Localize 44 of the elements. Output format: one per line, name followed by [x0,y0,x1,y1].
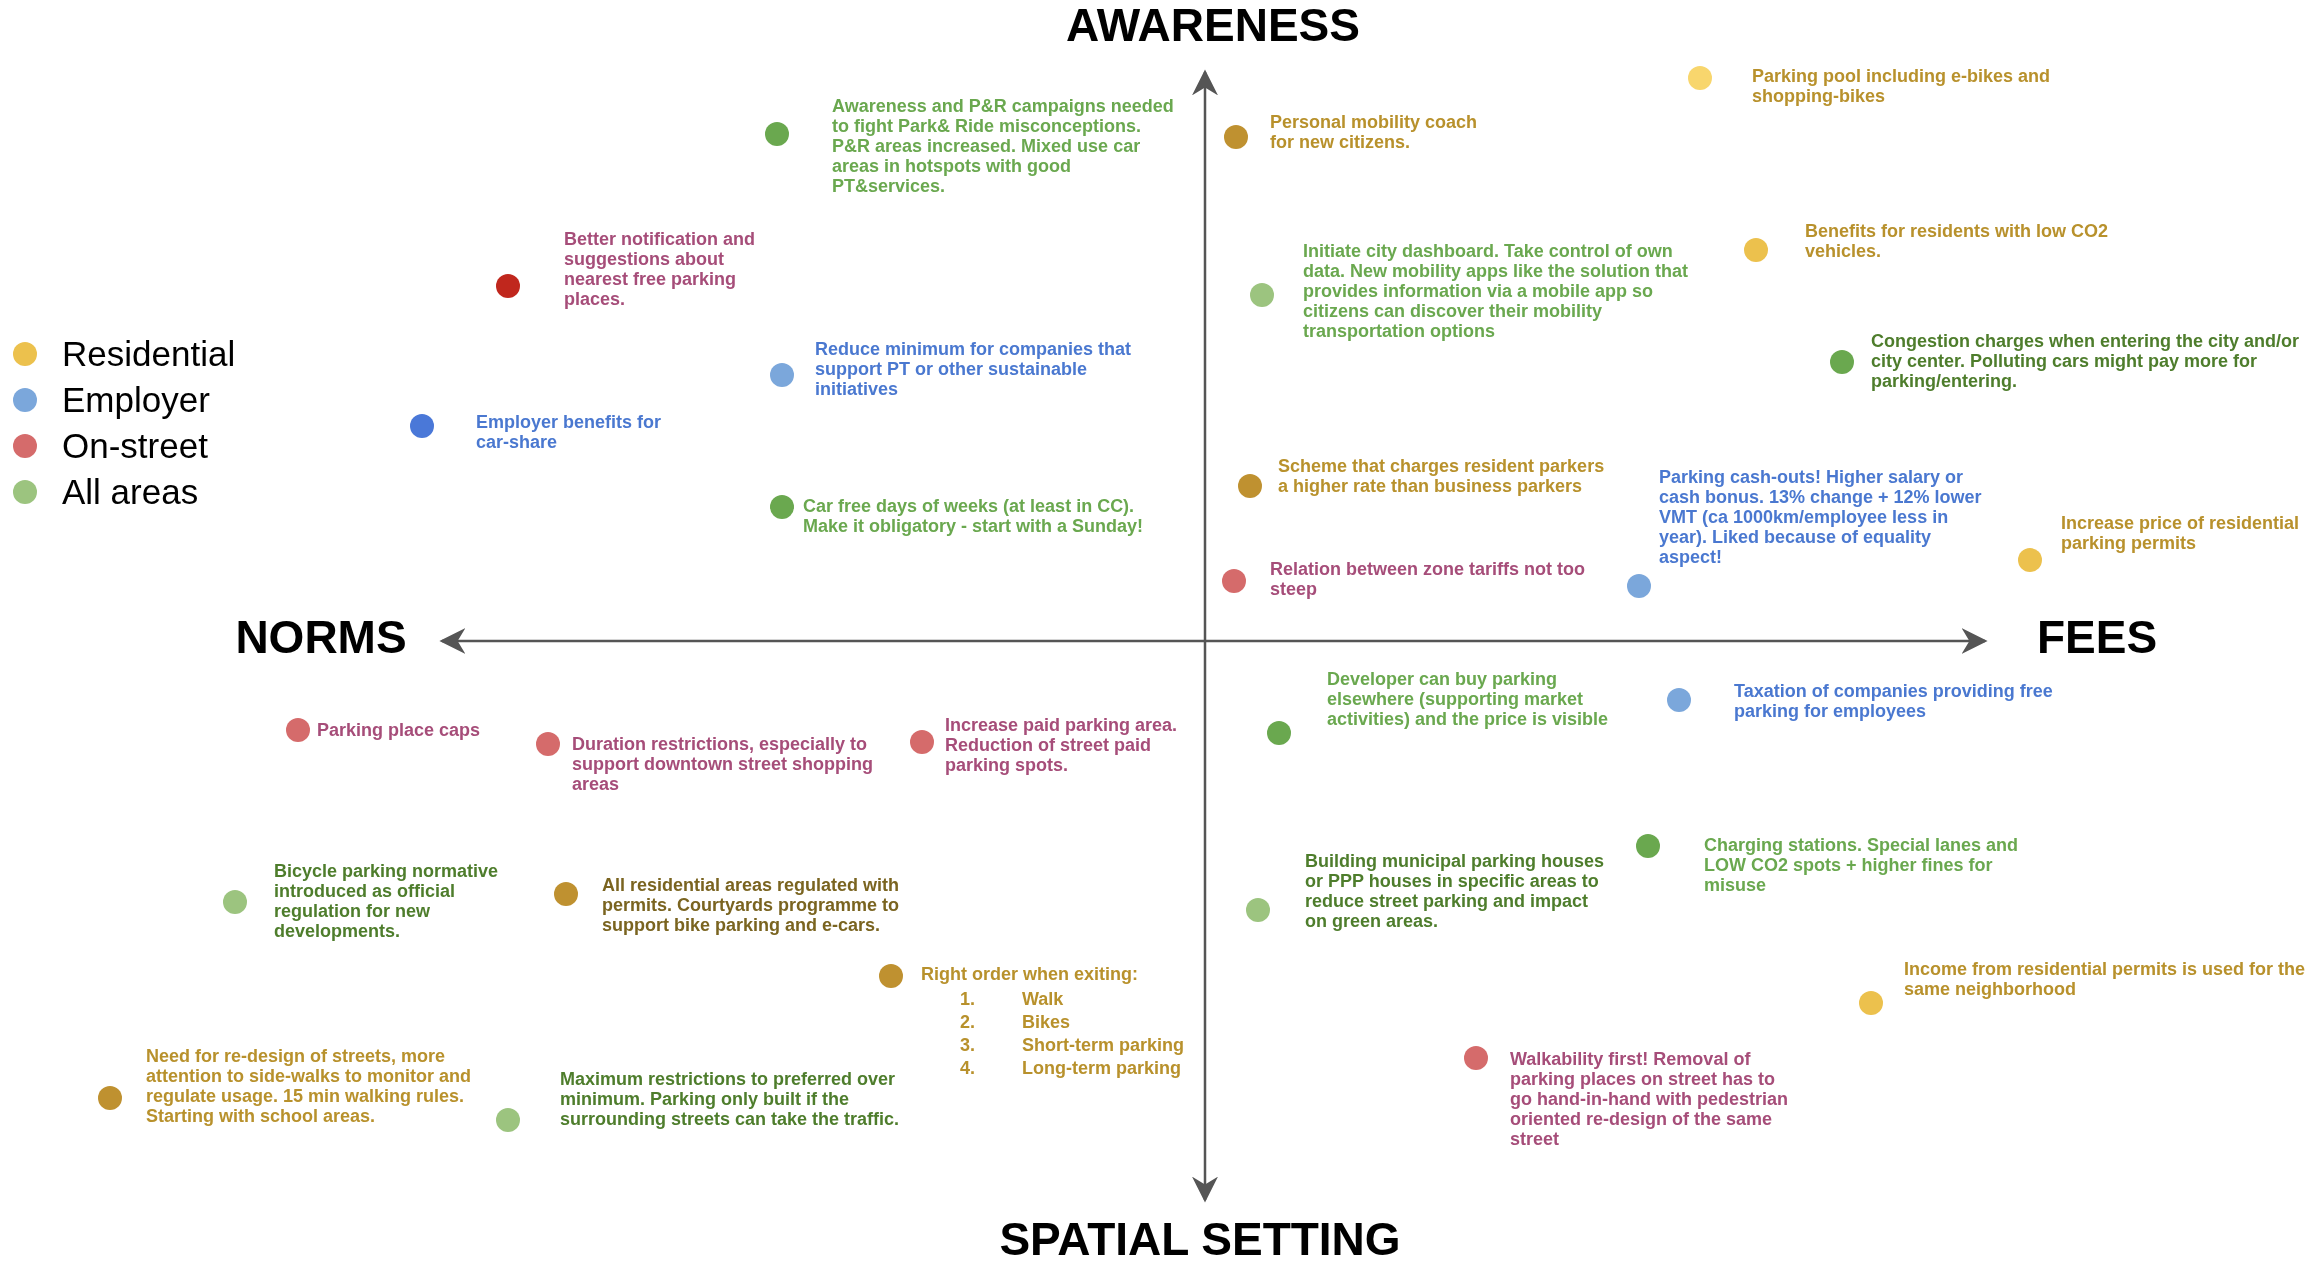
list-item: Walk [1022,989,1064,1009]
measure-text: Reduce minimum for companies that support PT or other sustainable initiatives [815,339,1133,399]
measure-text: Parking cash-outs! Higher salary or cash bonus. 13% change + 12% lower VMT (ca 1000km/employee less in year). Liked because of equality aspect! [1659,467,1983,567]
axis-label: FEES [2036,612,2158,662]
measure-text: Taxation of companies providing free parking for employees [1734,681,2054,721]
list-item: Long-term parking [1022,1058,1181,1078]
measure-text: Awareness and P&R campaigns needed to fight Park& Ride misconceptions. P&R areas increased. Mixed use car areas in hotspots with good PT&services. [832,96,1175,196]
measure-text: Income from residential permits is used for the same neighborhood [1904,959,2307,999]
measure-text: Maximum restrictions to preferred over minimum. Parking only built if the surrounding streets can take the traffic. [560,1069,901,1129]
list-number: 1. [960,989,975,1009]
measure-text: Building municipal parking houses or PPP houses in specific areas to reduce street parking and impact on green areas. [1305,851,1605,931]
measure-text: Better notification and suggestions about nearest free parking places. [564,229,756,309]
legend-label: Employer [62,380,210,420]
measure-text: Duration restrictions, especially to support downtown street shopping areas [572,734,874,794]
measure-text: Charging stations. Special lanes and LOW CO2 spots + higher fines for misuse [1704,835,2020,895]
list-number: 4. [960,1058,975,1078]
measure-text: Congestion charges when entering the city and/or city center. Polluting cars might pay more for parking/entering. [1871,331,2301,391]
axis-label: AWARENESS [1066,0,1360,50]
list-number: 2. [960,1012,975,1032]
measure-text: Employer benefits for car-share [476,412,663,452]
measure-text: Walkability first! Removal of parking places on street has to go hand-in-hand with pedestrian oriented re-design of the same street [1510,1049,1789,1149]
measure-text: Scheme that charges resident parkers a higher rate than business parkers [1278,456,1606,496]
legend-label: On-street [62,426,208,466]
measure-text: Personal mobility coach for new citizens. [1270,112,1479,152]
list-item: Short-term parking [1022,1035,1185,1055]
axis-label: SPATIAL SETTING [999,1214,1401,1264]
measure-text: Bicycle parking normative introduced as official regulation for new developments. [274,861,500,941]
measure-text: Initiate city dashboard. Take control of own data. New mobility apps like the solution that provides information via a mobile app so citizens can discover their mobility transportation options [1303,241,1690,341]
legend-label: Residential [62,334,236,374]
axis-label: NORMS [235,612,407,662]
measure-text: Car free days of weeks (at least in CC). Make it obligatory - start with a Sunday! [803,496,1145,536]
legend-label: All areas [62,472,199,512]
measure-text: Need for re-design of streets, more attention to side-walks to monitor and regulate usage. 15 min walking rules. Starting with school areas. [146,1046,472,1126]
measure-text: Parking place caps [317,720,482,740]
measure-text: Increase price of residential parking permits [2061,513,2301,553]
measure-text: Benefits for residents with low CO2 vehicles. [1805,221,2110,261]
measure-text: All residential areas regulated with permits. Courtyards programme to support bike parking and e-cars. [602,875,901,935]
measure-text: Right order when exiting: [921,964,1139,984]
measure-text: Parking pool including e-bikes and shopping-bikes [1752,66,2052,106]
list-item: Bikes [1022,1012,1071,1032]
measure-text: Relation between zone tariffs not too steep [1270,559,1586,599]
measure-text: Developer can buy parking elsewhere (supporting market activities) and the price is visible [1327,669,1610,729]
measure-text: Increase paid parking area. Reduction of street paid parking spots. [945,715,1179,775]
list-number: 3. [960,1035,975,1055]
